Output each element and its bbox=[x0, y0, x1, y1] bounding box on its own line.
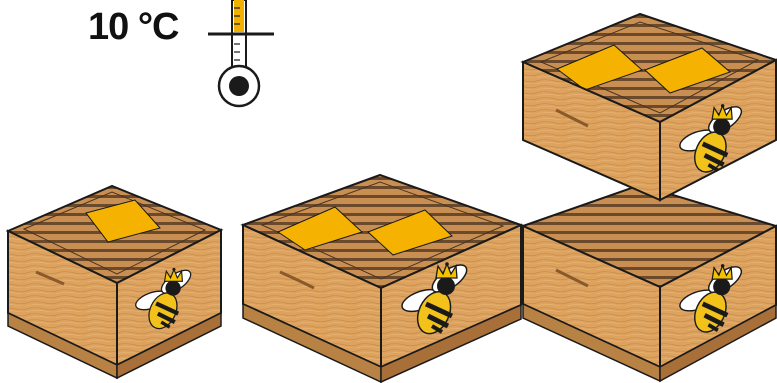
thermometer-icon bbox=[208, 0, 274, 106]
hive-1 bbox=[8, 186, 221, 378]
hive-2 bbox=[243, 175, 521, 382]
hive-3 bbox=[523, 14, 776, 381]
